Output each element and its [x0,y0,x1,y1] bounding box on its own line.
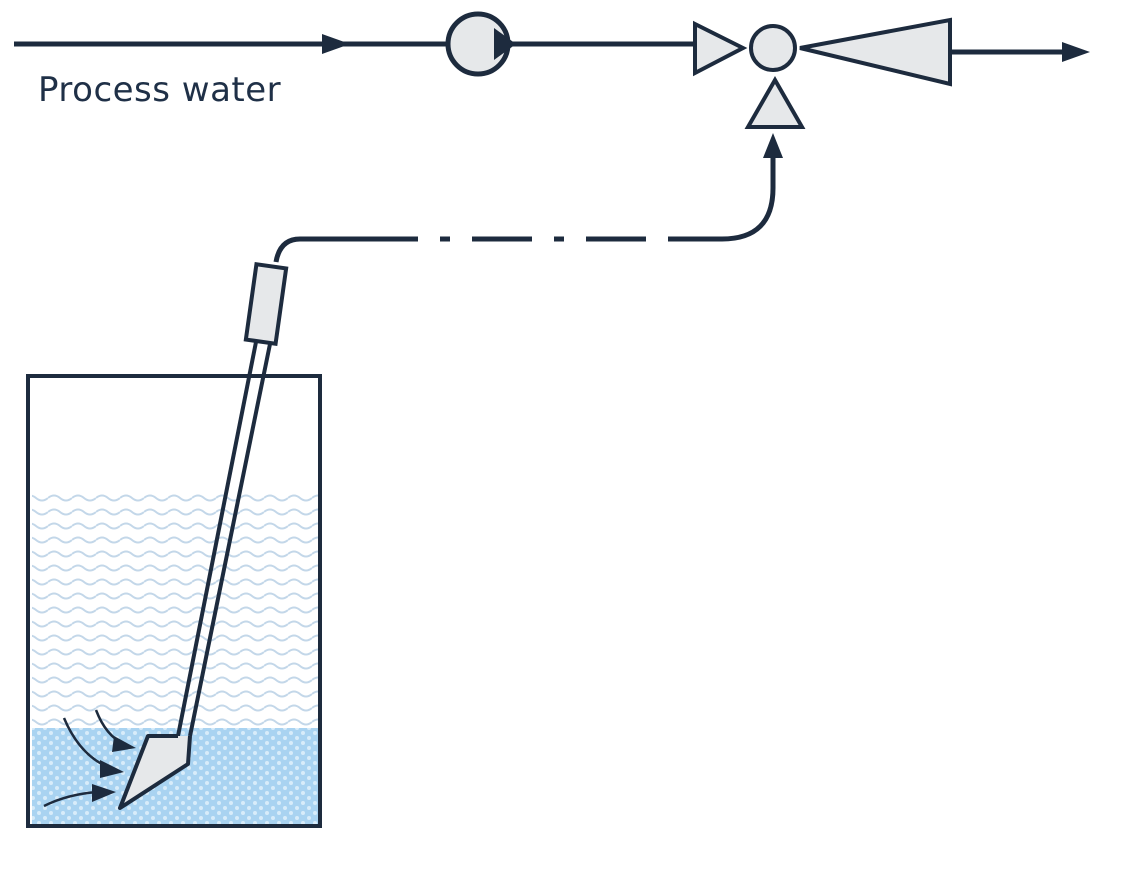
inflow-arrow-3-head [92,784,116,802]
inflow-arrow-1-head [112,736,136,752]
lance-tube-left [176,341,258,737]
ejector-mixing-chamber [749,24,797,72]
inlet-flow-arrow [322,34,350,54]
process-water-label: Process water [38,70,282,110]
suction-hose-lower [273,236,358,263]
pump-direction-icon [494,28,516,60]
sludge-tank-light-water [32,493,318,728]
sludge-tank [26,374,322,828]
outlet-arrow-icon [1062,42,1090,62]
lance-tube-right [188,343,272,737]
suction-flow-arrow [763,133,783,158]
ejector-suction-inlet [744,75,806,129]
lance-handle [243,262,289,346]
lance-tip [118,734,192,810]
suction-hose-upper [668,150,776,242]
inflow-arrow-2-head [100,760,124,778]
ejector-diffuser [799,17,952,87]
ejector-nozzle [693,20,748,77]
